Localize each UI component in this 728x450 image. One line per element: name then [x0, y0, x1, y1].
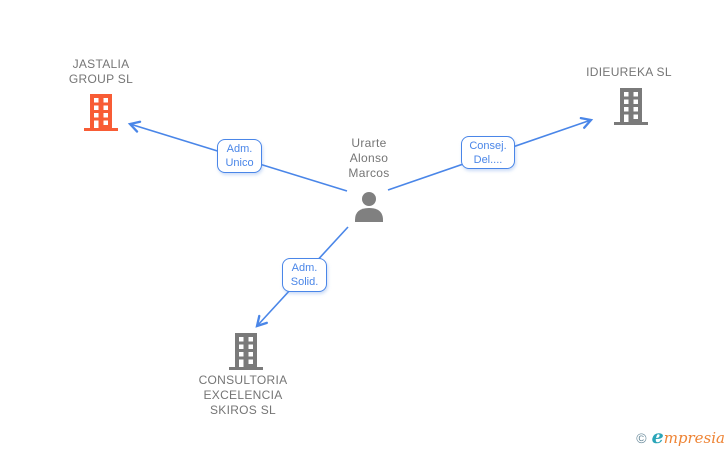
company-node-idieureka[interactable]: [614, 88, 648, 130]
copyright-icon: ©: [636, 430, 647, 446]
person-icon: [355, 192, 383, 222]
empresia-logo[interactable]: © empresia: [636, 426, 725, 448]
company-name-consultoria: CONSULTORIA EXCELENCIA SKIROS SL: [198, 373, 288, 417]
company-name-jastalia: JASTALIA GROUP SL: [68, 57, 134, 86]
company-name-idieureka: IDIEUREKA SL: [586, 65, 672, 79]
person-node-urarte[interactable]: [352, 192, 386, 227]
person-name: Urarte Alonso Marcos: [348, 136, 390, 180]
building-icon: [229, 333, 263, 370]
company-node-consultoria[interactable]: [229, 333, 263, 375]
building-icon: [614, 88, 648, 125]
brand-wordmark: empresia: [651, 426, 725, 448]
edge-label-adm-solid[interactable]: Adm. Solid.: [282, 258, 327, 292]
edge-label-consej-del[interactable]: Consej. Del....: [461, 136, 515, 169]
company-node-jastalia[interactable]: [84, 94, 118, 136]
building-icon: [84, 94, 118, 131]
edge-label-adm-unico[interactable]: Adm. Unico: [217, 139, 262, 173]
